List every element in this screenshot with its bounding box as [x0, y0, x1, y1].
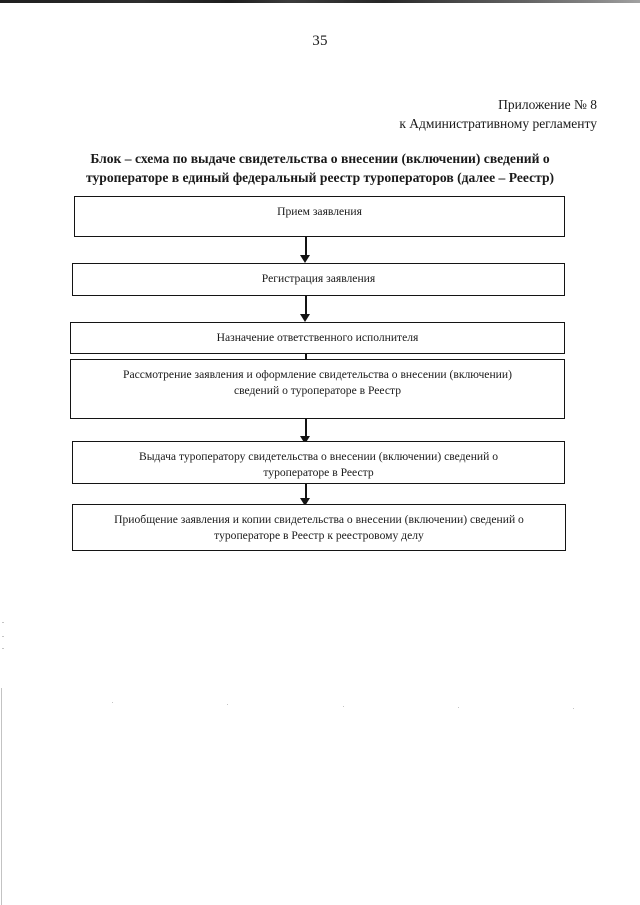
flow-node-3-line-1: Назначение ответственного исполнителя [216, 331, 419, 344]
flow-node-6-line-1: Приобщение заявления и копии свидетельст… [114, 513, 524, 526]
scan-speck [2, 636, 4, 637]
scan-speck [227, 704, 228, 705]
flow-edge-4-5 [305, 419, 307, 440]
annex-reference-line: к Административному регламенту [399, 116, 597, 131]
flow-arrowhead-5-6 [300, 498, 310, 506]
scan-speck [458, 707, 459, 708]
flow-node-3: Назначение ответственного исполнителя [70, 322, 565, 354]
flow-node-5-line-1: Выдача туроператору свидетельства о внес… [138, 450, 499, 463]
flow-node-2: Регистрация заявления [72, 263, 565, 296]
flow-node-4-line-1: Рассмотрение заявления и оформление свид… [123, 368, 512, 381]
page-title-line-2: туроператоре в единый федеральный реестр… [85, 169, 555, 185]
flow-node-1-line-1: Прием заявления [277, 205, 362, 218]
scan-left-edge-artifact [1, 688, 2, 905]
scan-speck [343, 706, 344, 707]
flow-arrowhead-2-3 [300, 314, 310, 322]
flow-node-5: Выдача туроператору свидетельства о внес… [72, 441, 565, 484]
scan-speck [112, 702, 113, 703]
flow-arrowhead-4-5 [300, 436, 310, 444]
scan-speck [2, 648, 4, 649]
annex-number-line: Приложение № 8 [498, 97, 597, 112]
flow-node-1: Прием заявления [74, 196, 565, 237]
flow-edge-5-6 [305, 484, 307, 503]
scan-speck [2, 622, 4, 623]
flow-node-6: Приобщение заявления и копии свидетельст… [72, 504, 566, 551]
flow-edge-1-2 [305, 237, 307, 259]
flow-node-6-line-2: туроператоре в Реестр к реестровому делу [214, 528, 424, 542]
page-title-line-1: Блок – схема по выдаче свидетельства о в… [90, 151, 550, 166]
flow-arrowhead-1-2 [300, 255, 310, 263]
flow-node-4-line-2: сведений о туроператоре в Реестр [233, 383, 402, 397]
flow-edge-2-3 [305, 296, 307, 318]
page-title: Блок – схема по выдаче свидетельства о в… [62, 150, 578, 187]
flow-node-4: Рассмотрение заявления и оформление свид… [70, 359, 565, 419]
scan-top-edge-artifact [0, 0, 640, 3]
flow-node-5-line-2: туроператоре в Реестр [263, 465, 374, 479]
document-header: Приложение № 8 к Административному регла… [0, 95, 597, 133]
page-number: 35 [312, 33, 328, 49]
scan-speck [573, 708, 574, 709]
flow-node-2-line-1: Регистрация заявления [261, 272, 376, 285]
